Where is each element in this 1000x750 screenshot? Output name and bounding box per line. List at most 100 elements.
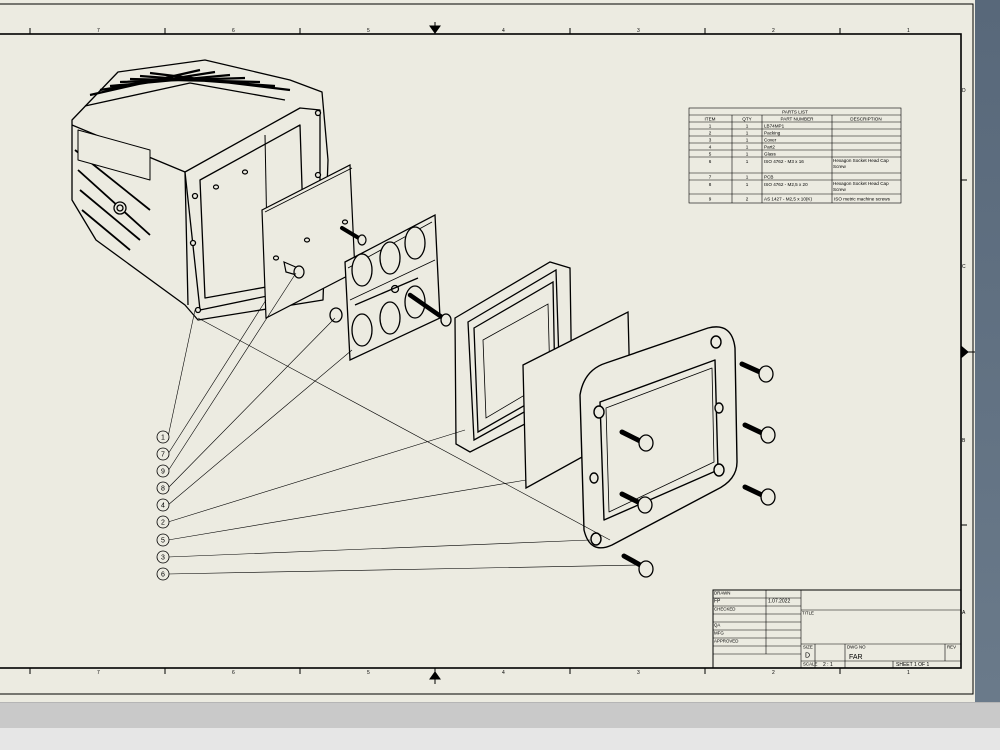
svg-text:2 : 1: 2 : 1 — [823, 662, 833, 668]
svg-text:SIZE: SIZE — [803, 645, 813, 650]
balloon: 2 — [156, 515, 170, 529]
svg-text:6: 6 — [161, 572, 165, 579]
svg-text:SCALE: SCALE — [803, 662, 817, 667]
svg-text:PCB: PCB — [764, 175, 773, 180]
balloon: 3 — [156, 550, 170, 564]
balloon: 9 — [156, 464, 170, 478]
zone-number: 4 — [502, 670, 505, 676]
balloon: 8 — [156, 481, 170, 495]
zone-number: 2 — [772, 670, 775, 676]
svg-text:Glass: Glass — [764, 152, 776, 157]
svg-text:8: 8 — [709, 182, 712, 187]
screw-item-9 — [283, 226, 367, 279]
balloons: 1 7 9 8 4 2 5 3 6 — [156, 430, 170, 581]
zone-number: 2 — [772, 28, 775, 34]
zone-number: 7 — [97, 28, 100, 34]
svg-text:1: 1 — [746, 145, 749, 150]
svg-text:SHEET 1 OF 1: SHEET 1 OF 1 — [896, 662, 929, 668]
svg-text:DWG NO: DWG NO — [847, 645, 866, 650]
balloon: 7 — [156, 447, 170, 461]
svg-text:5: 5 — [161, 538, 165, 545]
zone-number: 5 — [367, 670, 370, 676]
svg-text:5: 5 — [709, 152, 712, 157]
svg-text:1: 1 — [746, 138, 749, 143]
svg-text:TITLE: TITLE — [802, 611, 814, 616]
svg-text:1: 1 — [746, 152, 749, 157]
horizontal-scrollbar[interactable] — [0, 702, 1000, 729]
zone-letter: A — [962, 610, 966, 616]
svg-text:7: 7 — [709, 175, 712, 180]
svg-text:1: 1 — [161, 435, 165, 442]
svg-text:8: 8 — [161, 486, 165, 493]
zone-numbers-top: 7 6 5 4 3 2 1 7 6 5 4 3 2 1 D C B A — [97, 28, 966, 676]
zone-number: 3 — [637, 28, 640, 34]
zone-number: 6 — [232, 28, 235, 34]
header-qty: QTY — [742, 117, 751, 122]
zone-number: 1 — [907, 670, 910, 676]
svg-text:D: D — [805, 653, 810, 660]
svg-text:9: 9 — [709, 197, 712, 202]
zone-number: 5 — [367, 28, 370, 34]
zone-letter: B — [962, 438, 966, 444]
svg-text:4: 4 — [161, 503, 165, 510]
balloon: 5 — [156, 533, 170, 547]
svg-text:1.07.2022: 1.07.2022 — [768, 599, 790, 605]
pcb-part — [329, 213, 452, 361]
parts-list-title: PARTS LIST — [782, 110, 808, 115]
svg-text:1: 1 — [746, 159, 749, 164]
zone-number: 4 — [502, 28, 505, 34]
zone-number: 1 — [907, 28, 910, 34]
parts-list-table: PARTS LIST ITEM QTY PART NUMBER DESCRIPT… — [688, 107, 902, 204]
sheet-border — [0, 3, 974, 695]
svg-text:6: 6 — [709, 159, 712, 164]
svg-text:MFG: MFG — [714, 631, 724, 636]
bezel-part — [579, 326, 738, 549]
svg-text:2: 2 — [161, 520, 165, 527]
svg-text:ISO 4762 - M3 x 16: ISO 4762 - M3 x 16 — [764, 159, 804, 164]
svg-text:4: 4 — [709, 145, 712, 150]
svg-text:CHECKED: CHECKED — [714, 607, 735, 612]
svg-text:APPROVED: APPROVED — [714, 639, 738, 644]
svg-text:7: 7 — [161, 452, 165, 459]
svg-text:1: 1 — [746, 175, 749, 180]
packing-part — [212, 164, 356, 319]
svg-text:ISO metric machine screws: ISO metric machine screws — [834, 197, 891, 202]
svg-text:REV: REV — [947, 645, 956, 650]
svg-text:Cover: Cover — [764, 138, 777, 143]
vertical-scrollbar[interactable] — [975, 0, 1000, 702]
svg-text:2: 2 — [709, 131, 712, 136]
svg-text:Part2: Part2 — [764, 145, 775, 150]
svg-text:1: 1 — [746, 124, 749, 129]
zone-number: 6 — [232, 670, 235, 676]
zone-number: 7 — [97, 670, 100, 676]
header-item: ITEM — [705, 117, 716, 122]
zone-number: 3 — [637, 670, 640, 676]
svg-text:9: 9 — [161, 469, 165, 476]
desc-cell: Hexagon Socket Head Cap Screw — [833, 157, 889, 169]
leader-lines — [167, 272, 641, 575]
svg-text:3: 3 — [161, 555, 165, 562]
scrollbar-track[interactable] — [975, 0, 1000, 702]
header-part-number: PART NUMBER — [781, 117, 815, 122]
zone-letter: D — [962, 88, 966, 94]
svg-text:2: 2 — [746, 197, 749, 202]
drawing-canvas[interactable]: 7 6 5 4 3 2 1 7 6 5 4 3 2 1 D C B A — [0, 0, 975, 702]
zone-ticks — [29, 28, 967, 674]
svg-text:ISO 4762 - M2,5 x 20: ISO 4762 - M2,5 x 20 — [764, 182, 808, 187]
balloon: 4 — [156, 498, 170, 512]
status-bar — [0, 728, 1000, 750]
svg-text:1: 1 — [746, 182, 749, 187]
svg-text:QA: QA — [714, 623, 720, 628]
screw-item-6 — [619, 361, 776, 578]
svg-text:AS 1427 - M2,5 x 10(K): AS 1427 - M2,5 x 10(K) — [764, 197, 812, 202]
svg-text:3: 3 — [709, 138, 712, 143]
balloon: 6 — [156, 567, 170, 581]
title-block: DRAWN FP 1.07.2022 CHECKED QA MFG APPROV… — [712, 589, 962, 669]
svg-text:FP: FP — [714, 599, 721, 605]
svg-text:FAR: FAR — [849, 654, 863, 661]
center-arrow-icons — [429, 22, 975, 684]
zone-letter: C — [962, 264, 966, 270]
svg-text:Packing: Packing — [764, 131, 781, 136]
svg-text:LB74MP1: LB74MP1 — [764, 124, 785, 129]
desc-cell: Hexagon Socket Head Cap Screw — [833, 180, 889, 192]
